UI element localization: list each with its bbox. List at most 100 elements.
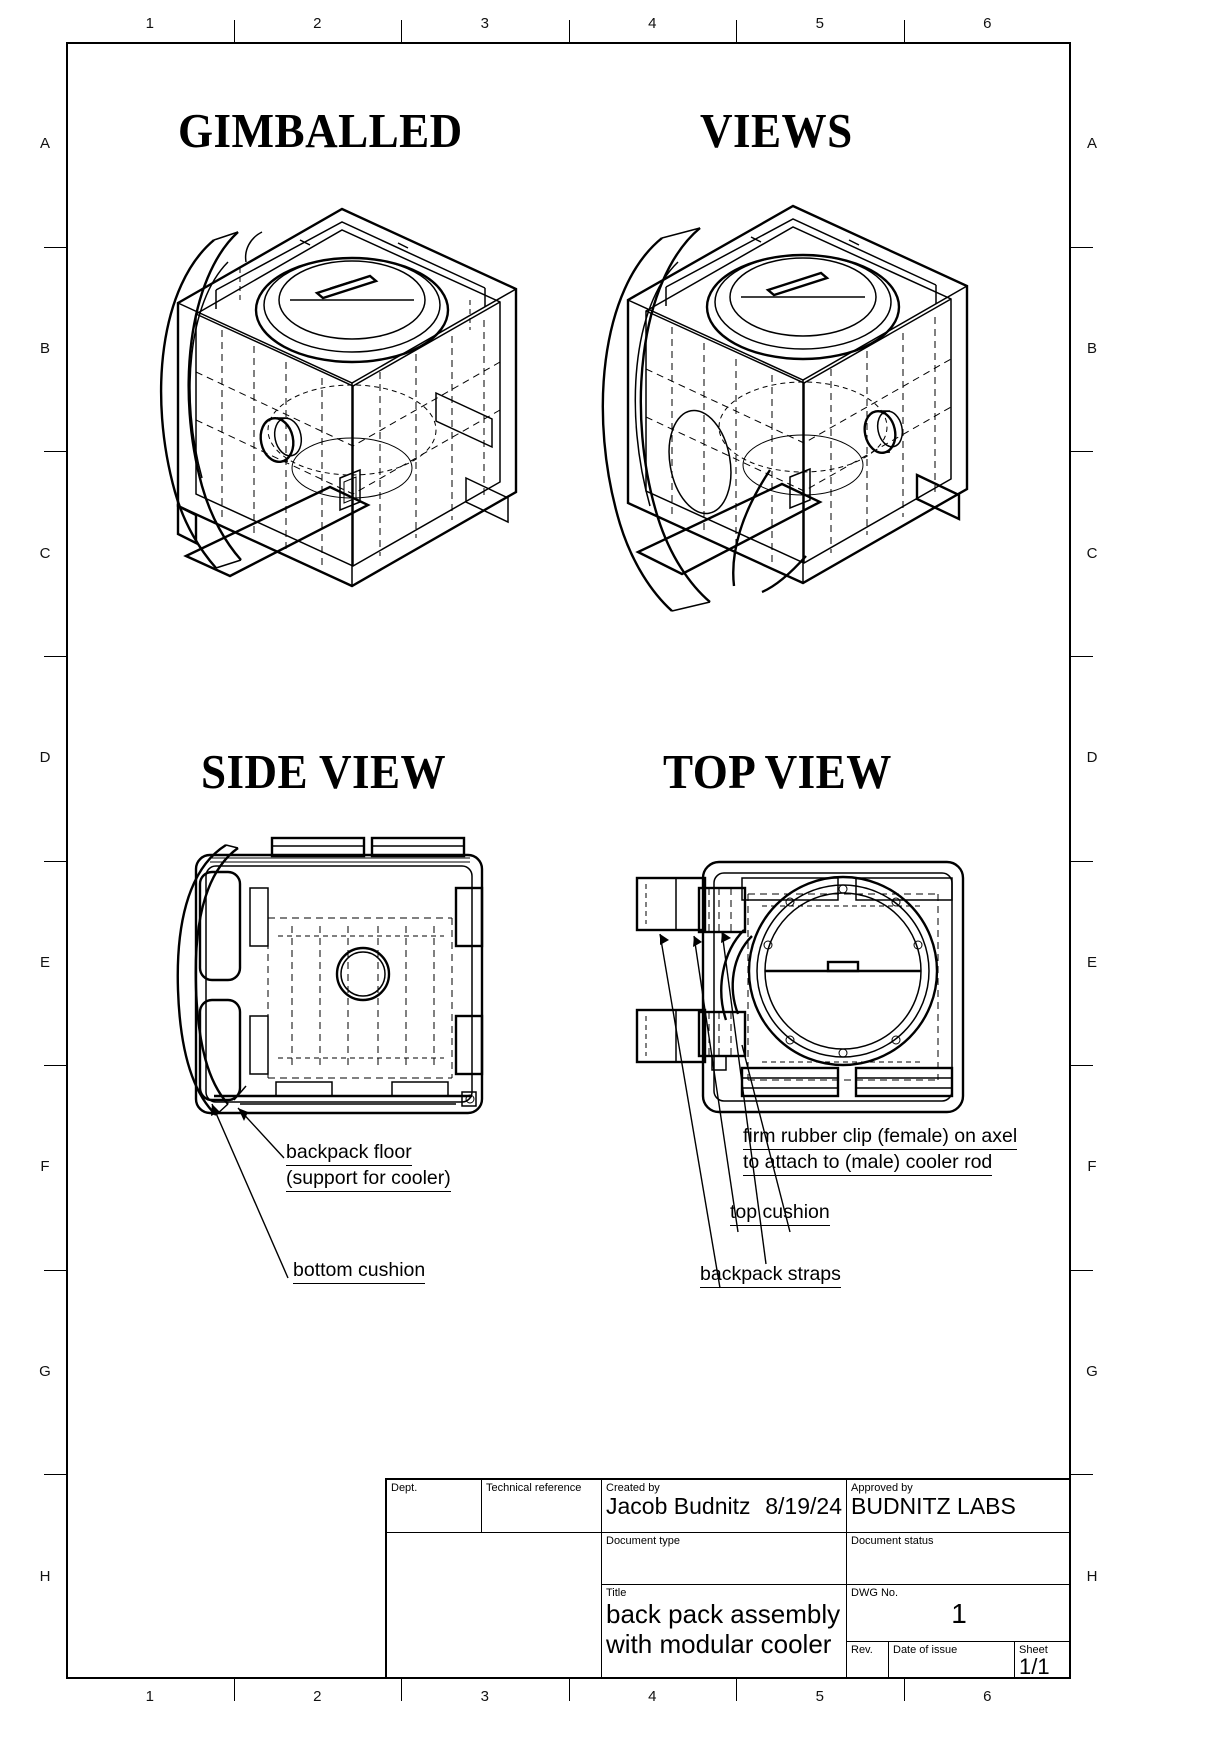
tb-dwg-no-label: DWG No. <box>851 1587 899 1599</box>
tb-approved-by-label: Approved by <box>851 1482 913 1494</box>
annotation-bottom-cushion: bottom cushion <box>293 1258 426 1284</box>
tb-title: Title back pack assembly with modular co… <box>601 1584 846 1677</box>
zone-tick-horizontal <box>44 246 66 248</box>
zone-row-D: D <box>39 749 51 767</box>
annotation-backpack-floor-line1: backpack floor <box>286 1140 412 1166</box>
zone-tick-vertical <box>401 20 402 42</box>
annotation-backpack-straps: backpack straps <box>700 1262 841 1288</box>
tb-dwg-no-value: 1 <box>951 1598 967 1629</box>
zone-row-B: B <box>1086 339 1097 357</box>
zone-row-F: F <box>40 1158 50 1176</box>
zone-row-F: F <box>1087 1158 1097 1176</box>
zone-row-A: A <box>1086 135 1097 153</box>
zone-column-2: 2 <box>313 15 322 32</box>
tb-approved-by: Approved by BUDNITZ LABS <box>846 1480 1071 1532</box>
zone-row-C: C <box>1086 544 1098 562</box>
zone-tick-vertical <box>568 1679 570 1701</box>
tb-dept: Dept. <box>387 1480 481 1532</box>
zone-tick-horizontal <box>1071 246 1093 248</box>
zone-tick-horizontal <box>1071 1269 1093 1271</box>
zone-column-4: 4 <box>648 1688 657 1705</box>
top-view <box>635 860 965 1289</box>
zone-tick-horizontal <box>1071 451 1093 453</box>
zone-row-H: H <box>39 1567 51 1585</box>
tb-dwg-no: DWG No. 1 <box>846 1584 1071 1641</box>
tb-title-label: Title <box>606 1587 627 1599</box>
tb-created-by-label: Created by <box>606 1482 660 1494</box>
zone-column-1: 1 <box>145 15 154 32</box>
tb-document-status: Document status <box>846 1532 1071 1584</box>
title-block: Dept. Technical reference Created by Jac… <box>385 1478 1071 1679</box>
tb-title-line1: back pack assembly <box>606 1599 841 1629</box>
zone-tick-horizontal <box>44 451 66 453</box>
annotation-top-cushion: top cushion <box>730 1200 830 1226</box>
zone-tick-vertical <box>233 20 235 42</box>
tb-sheet: Sheet 1/1 <box>1014 1641 1071 1679</box>
annotation-backpack-straps-line1: backpack straps <box>700 1262 841 1288</box>
tb-created-date: 8/19/24 <box>765 1493 842 1519</box>
zone-row-D: D <box>1086 749 1098 767</box>
side-view <box>176 836 484 1279</box>
zone-column-3: 3 <box>480 1688 489 1705</box>
tb-sheet-value: 1/1 <box>1019 1654 1050 1679</box>
zone-column-5: 5 <box>815 1688 824 1705</box>
zone-row-C: C <box>39 544 51 562</box>
zone-column-6: 6 <box>983 15 992 32</box>
annotation-rubber-clip: firm rubber clip (female) on axel to att… <box>743 1124 1018 1176</box>
zone-row-B: B <box>39 339 50 357</box>
iso-view-left <box>159 207 518 588</box>
zone-column-1: 1 <box>145 1688 154 1705</box>
tb-sheet-label: Sheet <box>1019 1644 1048 1656</box>
zone-tick-horizontal <box>44 655 66 657</box>
zone-tick-horizontal <box>1071 860 1093 862</box>
tb-document-status-label: Document status <box>851 1535 934 1547</box>
zone-tick-vertical <box>401 1679 402 1701</box>
view-title-gimballed: GIMBALLED <box>178 103 463 158</box>
tb-dept-label: Dept. <box>391 1482 418 1494</box>
tb-date-of-issue-label: Date of issue <box>893 1644 958 1656</box>
tb-technical-reference: Technical reference <box>481 1480 601 1532</box>
zone-row-E: E <box>1086 953 1097 971</box>
annotation-rubber-clip-line1: firm rubber clip (female) on axel <box>743 1124 1018 1150</box>
zone-row-G: G <box>39 1363 51 1381</box>
annotation-backpack-floor: backpack floor (support for cooler) <box>286 1140 451 1192</box>
zone-column-6: 6 <box>983 1688 992 1705</box>
zone-row-E: E <box>39 953 50 971</box>
zone-tick-horizontal <box>44 1474 66 1476</box>
tb-rev: Rev. <box>846 1641 888 1679</box>
zone-tick-horizontal <box>1071 1474 1093 1476</box>
zone-tick-vertical <box>233 1679 235 1701</box>
annotation-top-cushion-line1: top cushion <box>730 1200 830 1226</box>
zone-tick-vertical <box>568 20 570 42</box>
iso-view-right <box>601 204 969 612</box>
tb-title-line2: with modular cooler <box>606 1629 832 1659</box>
tb-left-blank <box>387 1532 601 1677</box>
view-title-views: VIEWS <box>700 103 853 158</box>
tb-approved-by-value: BUDNITZ LABS <box>851 1493 1016 1519</box>
tb-document-type-label: Document type <box>606 1535 680 1547</box>
zone-tick-vertical <box>903 20 905 42</box>
view-title-side: SIDE VIEW <box>201 744 447 799</box>
annotation-rubber-clip-line2: to attach to (male) cooler rod <box>743 1150 993 1176</box>
zone-tick-horizontal <box>44 1269 66 1271</box>
zone-tick-vertical <box>736 20 737 42</box>
tb-created-by: Created by Jacob Budnitz 8/19/24 <box>601 1480 846 1532</box>
zone-column-3: 3 <box>480 15 489 32</box>
zone-column-5: 5 <box>815 15 824 32</box>
tb-date-of-issue: Date of issue <box>888 1641 1014 1679</box>
annotation-bottom-cushion-line1: bottom cushion <box>293 1258 426 1284</box>
zone-tick-horizontal <box>1071 1065 1093 1067</box>
tb-rev-label: Rev. <box>851 1644 873 1656</box>
zone-column-4: 4 <box>648 15 657 32</box>
zone-tick-horizontal <box>44 1065 66 1067</box>
tb-created-by-value: Jacob Budnitz <box>606 1493 751 1519</box>
tb-document-type: Document type <box>601 1532 846 1584</box>
zone-tick-horizontal <box>1071 655 1093 657</box>
zone-column-2: 2 <box>313 1688 322 1705</box>
zone-row-G: G <box>1086 1363 1098 1381</box>
zone-tick-horizontal <box>44 860 66 862</box>
view-title-top: TOP VIEW <box>663 744 892 799</box>
zone-tick-vertical <box>903 1679 905 1701</box>
annotation-backpack-floor-line2: (support for cooler) <box>286 1166 451 1192</box>
